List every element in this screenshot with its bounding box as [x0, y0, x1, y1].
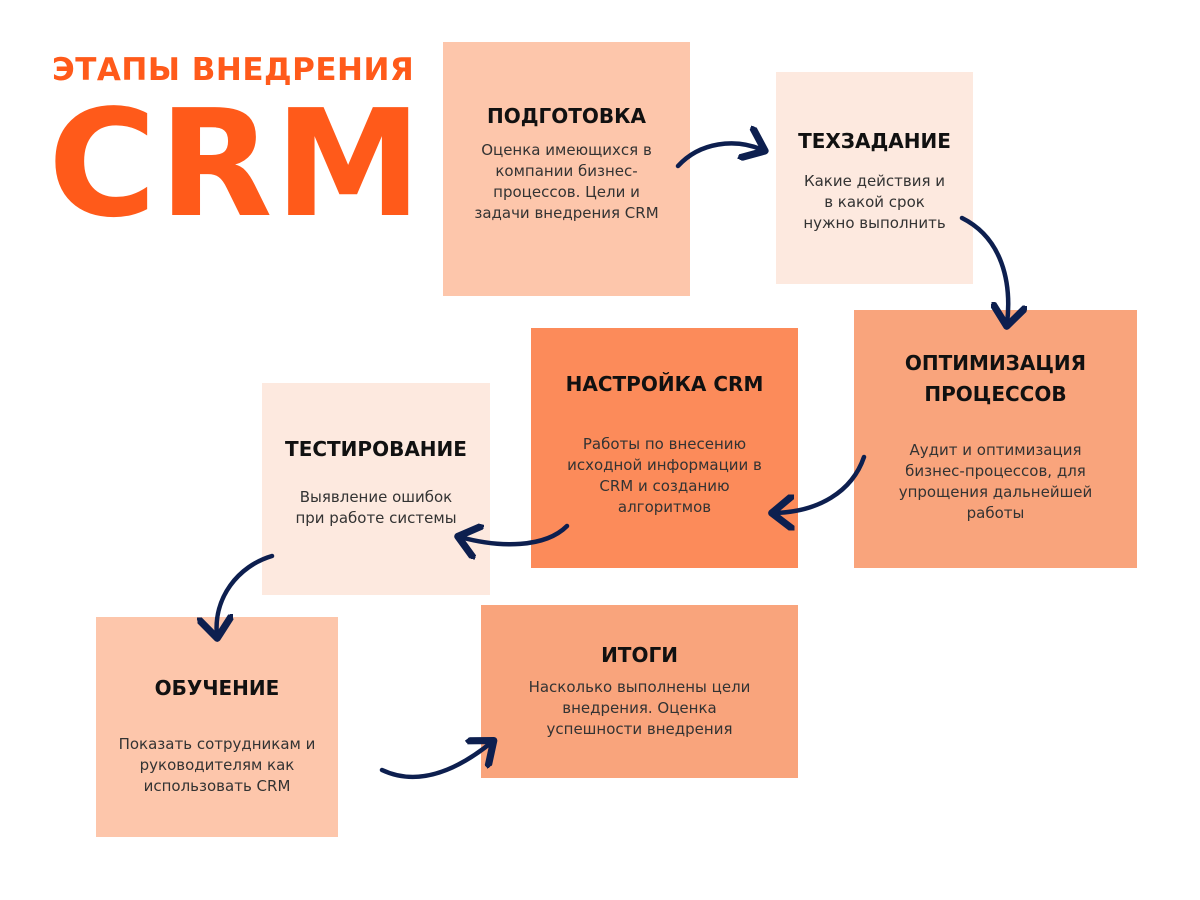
step-title: ОБУЧЕНИЕ	[154, 676, 280, 700]
step-description: Работы по внесению исходной информации в…	[567, 435, 762, 516]
step-description: Какие действия и в какой срок нужно выпо…	[803, 172, 946, 232]
step-description: Аудит и оптимизация бизнес-процессов, дл…	[898, 441, 1093, 522]
arrow-icon	[675, 143, 763, 169]
step-title: ОПТИМИЗАЦИЯ ПРОЦЕССОВ	[904, 351, 1087, 406]
step-card-training: ОБУЧЕНИЕ Показать сотрудникам и руководи…	[96, 617, 338, 837]
step-description: Показать сотрудникам и руководителям как…	[118, 735, 316, 795]
step-card-testing: ТЕСТИРОВАНИЕ Выявление ошибок при работе…	[262, 383, 490, 595]
page-subtitle: ЭТАПЫ ВНЕДРЕНИЯ	[52, 52, 415, 88]
page-title: CRM	[48, 78, 424, 250]
step-card-optimization: ОПТИМИЗАЦИЯ ПРОЦЕССОВ Аудит и оптимизаци…	[854, 310, 1137, 568]
step-title: ПОДГОТОВКА	[486, 104, 646, 128]
step-title: ТЕСТИРОВАНИЕ	[285, 437, 467, 461]
step-card-setup: НАСТРОЙКА CRM Работы по внесению исходно…	[531, 328, 798, 568]
step-card-results: ИТОГИ Насколько выполнены цели внедрения…	[481, 605, 798, 778]
step-title: ИТОГИ	[601, 643, 678, 667]
step-card-specification: ТЕХЗАДАНИЕ Какие действия и в какой срок…	[776, 72, 973, 284]
step-description: Выявление ошибок при работе системы	[295, 488, 457, 527]
step-description: Оценка имеющихся в компании бизнес-проце…	[474, 141, 659, 222]
step-description: Насколько выполнены цели внедрения. Оцен…	[528, 678, 751, 738]
step-card-preparation: ПОДГОТОВКА Оценка имеющихся в компании б…	[443, 42, 690, 296]
arrow-icon	[379, 742, 492, 780]
step-title: ТЕХЗАДАНИЕ	[798, 129, 951, 153]
step-title: НАСТРОЙКА CRM	[565, 372, 764, 396]
